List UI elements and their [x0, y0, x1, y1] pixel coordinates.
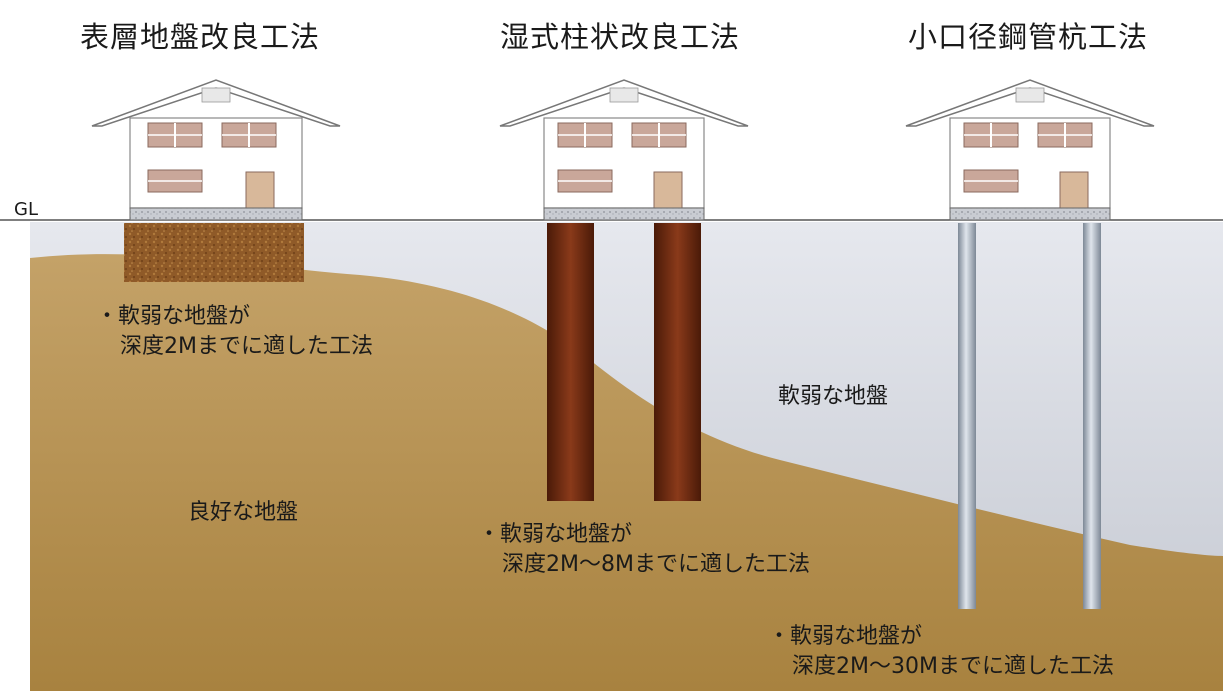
- house-1: [91, 79, 341, 221]
- method-3-note-line2: 深度2M～30Mまでに適した工法: [792, 654, 1114, 679]
- steel-pipe-pile: [1083, 223, 1101, 609]
- ground-level-label: GL: [14, 199, 38, 220]
- method-1-note: ・軟弱な地盤が 深度2Mまでに適した工法: [96, 302, 373, 362]
- method-3-note: ・軟弱な地盤が 深度2M～30Mまでに適した工法: [768, 622, 1114, 682]
- method-1-note-line1: ・軟弱な地盤が: [96, 304, 251, 329]
- good-ground-label: 良好な地盤: [188, 500, 299, 525]
- method-3-title: 小口径鋼管杭工法: [908, 20, 1149, 54]
- soft-ground-label: 軟弱な地盤: [778, 384, 889, 409]
- house-3: [905, 79, 1155, 221]
- house-2: [499, 79, 749, 221]
- method-1-note-line2: 深度2Mまでに適した工法: [120, 334, 373, 359]
- method-2-note-line1: ・軟弱な地盤が: [478, 522, 633, 547]
- good-ground-area: [30, 254, 1223, 691]
- method-2-note: ・軟弱な地盤が 深度2M～8Mまでに適した工法: [478, 520, 810, 580]
- method-1-title: 表層地盤改良工法: [80, 20, 321, 54]
- steel-pipe-pile: [958, 223, 976, 609]
- surface-improvement-block: [124, 223, 304, 282]
- method-2-note-line2: 深度2M～8Mまでに適した工法: [502, 552, 810, 577]
- soil-cement-column: [547, 223, 594, 501]
- soil-cement-column: [654, 223, 701, 501]
- method-3-note-line1: ・軟弱な地盤が: [768, 624, 923, 649]
- method-2-title: 湿式柱状改良工法: [500, 20, 741, 54]
